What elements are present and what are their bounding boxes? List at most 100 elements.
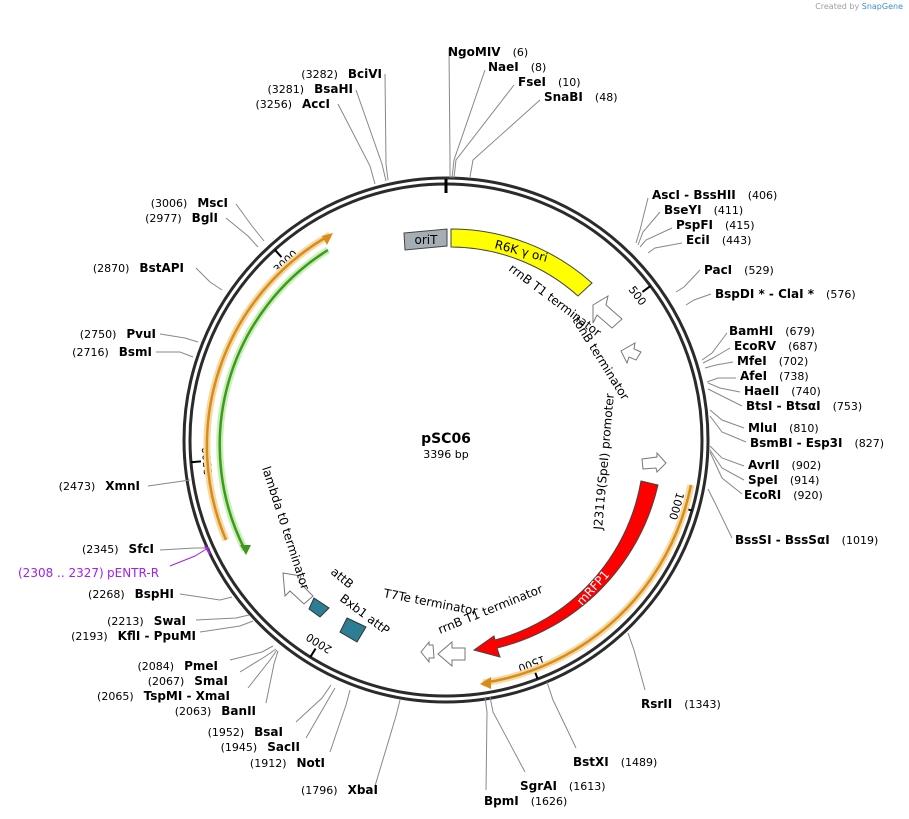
site-label: SpeI(914) (748, 473, 819, 487)
leader-kfli (199, 620, 254, 633)
site-position: (406) (748, 189, 778, 202)
site-name: XbaI (348, 783, 378, 797)
leader-naei (451, 69, 486, 179)
site-label: (1796) XbaI (301, 783, 378, 797)
site-position: (2473) (59, 480, 96, 493)
leader-pspfi (639, 227, 673, 248)
site-label: (3256)AccI (255, 97, 330, 111)
site-label: BsmBI - Esp3I(827) (750, 436, 884, 450)
leader-bsmbi (709, 415, 747, 443)
site-name: EcoRV (734, 339, 777, 353)
leader-bstapi (195, 267, 223, 291)
site-position: (2268) (88, 588, 125, 601)
site-name: PmeI (184, 659, 218, 673)
leader-swai (195, 614, 250, 621)
site-position: (1912) (250, 757, 287, 770)
site-position: (740) (791, 385, 821, 398)
site-label: HaeII(740) (744, 384, 821, 398)
site-label: EcoRV(687) (734, 339, 818, 353)
t7te-terminator-arrow (420, 640, 435, 664)
site-position: (2977) (145, 212, 182, 225)
site-position: (48) (595, 91, 618, 104)
tick-mark (274, 249, 283, 258)
site-name: BspHI (135, 587, 174, 601)
site-label: (3281)BsaHI (268, 82, 353, 96)
site-position: (6) (513, 46, 529, 59)
attb-feature (308, 597, 330, 618)
site-position: (2213) (107, 615, 144, 628)
leader-acci (337, 103, 376, 185)
site-name: KflI - PpuMI (118, 629, 196, 643)
credit-label: Created by SnapGene (815, 2, 903, 11)
leader-afei (706, 377, 736, 383)
leader-bgli (225, 217, 259, 248)
leader-bsphi (179, 593, 233, 601)
mrfp1-feature (472, 480, 659, 658)
site-position: (576) (826, 288, 856, 301)
leader-bpmi (484, 696, 488, 791)
j23119-promoter-arrow (641, 451, 667, 473)
leader-btsi (707, 388, 743, 407)
site-name: PacI (704, 263, 732, 277)
site-position: (2750) (80, 328, 117, 341)
site-name: BsmBI - Esp3I (750, 436, 842, 450)
site-name: FseI (518, 75, 546, 89)
plasmid-name: pSC06 (421, 431, 471, 447)
site-name: MluI (748, 421, 777, 435)
leader-bseyi (637, 211, 661, 246)
leader-ecorv (702, 347, 731, 364)
snapgene-logo: SnapGene (861, 2, 903, 11)
site-name: BpmI (484, 794, 519, 808)
site-name: NotI (297, 756, 326, 770)
site-label: (3006)MscI (151, 196, 228, 210)
leader-ngomiv (448, 47, 451, 178)
leader-pvui (159, 333, 199, 343)
primer-pentr-r-mark (204, 545, 211, 555)
orf-arc-left-outer (205, 233, 331, 541)
site-name: BstAPI (139, 261, 184, 275)
site-label: (2067)SmaI (148, 674, 228, 688)
site-name: BciVI (348, 67, 382, 81)
site-position: (902) (792, 459, 822, 472)
site-position: (1796) (301, 784, 338, 797)
site-label: (2977)BglI (145, 211, 218, 225)
leader-noti (329, 689, 351, 753)
site-name: BamHI (729, 324, 773, 338)
site-name: SacII (267, 740, 300, 754)
site-label: BstXI (1489) (573, 755, 657, 769)
leader-ecori (709, 451, 743, 495)
tonb-terminator-arrow (620, 342, 642, 365)
site-name: BseYI (664, 203, 702, 217)
site-label: (2345)SfcI (82, 542, 154, 556)
site-name: AvrII (748, 458, 780, 472)
site-name: SfcI (129, 542, 154, 556)
tick-label: 500 (626, 284, 649, 309)
site-label: (1952)BsaI (208, 725, 283, 739)
site-name: SwaI (154, 614, 186, 628)
site-label: (2213) SwaI (107, 614, 186, 628)
primer-pentr-r-pos: (2308 .. 2327) (18, 566, 104, 580)
site-position: (2084) (138, 660, 175, 673)
site-position: (702) (779, 355, 809, 368)
site-position: (1613) (569, 780, 606, 793)
leader-tspmi (247, 649, 278, 689)
site-position: (529) (744, 264, 774, 277)
site-label: NgoMIV(6) (448, 45, 528, 59)
r6k-ori-feature (450, 228, 593, 297)
site-name: EciI (686, 233, 710, 247)
site-name: BstXI (573, 755, 609, 769)
leader-xbai (374, 699, 401, 787)
orit-feature (403, 228, 448, 251)
site-label: BspDI * - ClaI * (576) (715, 287, 856, 301)
site-name: BspDI * - ClaI * (715, 287, 815, 301)
site-position: (415) (725, 219, 755, 232)
site-position: (738) (779, 370, 809, 383)
orf-arc-left-inner (218, 248, 329, 551)
site-position: (810) (789, 422, 819, 435)
tick-mark (190, 460, 202, 464)
site-position: (1489) (621, 756, 658, 769)
orf-arc-left-outer-arrowhead (322, 233, 333, 245)
leader-sgrai (489, 696, 526, 773)
site-position: (10) (558, 76, 581, 89)
site-label: (2063)BanII (175, 704, 256, 718)
